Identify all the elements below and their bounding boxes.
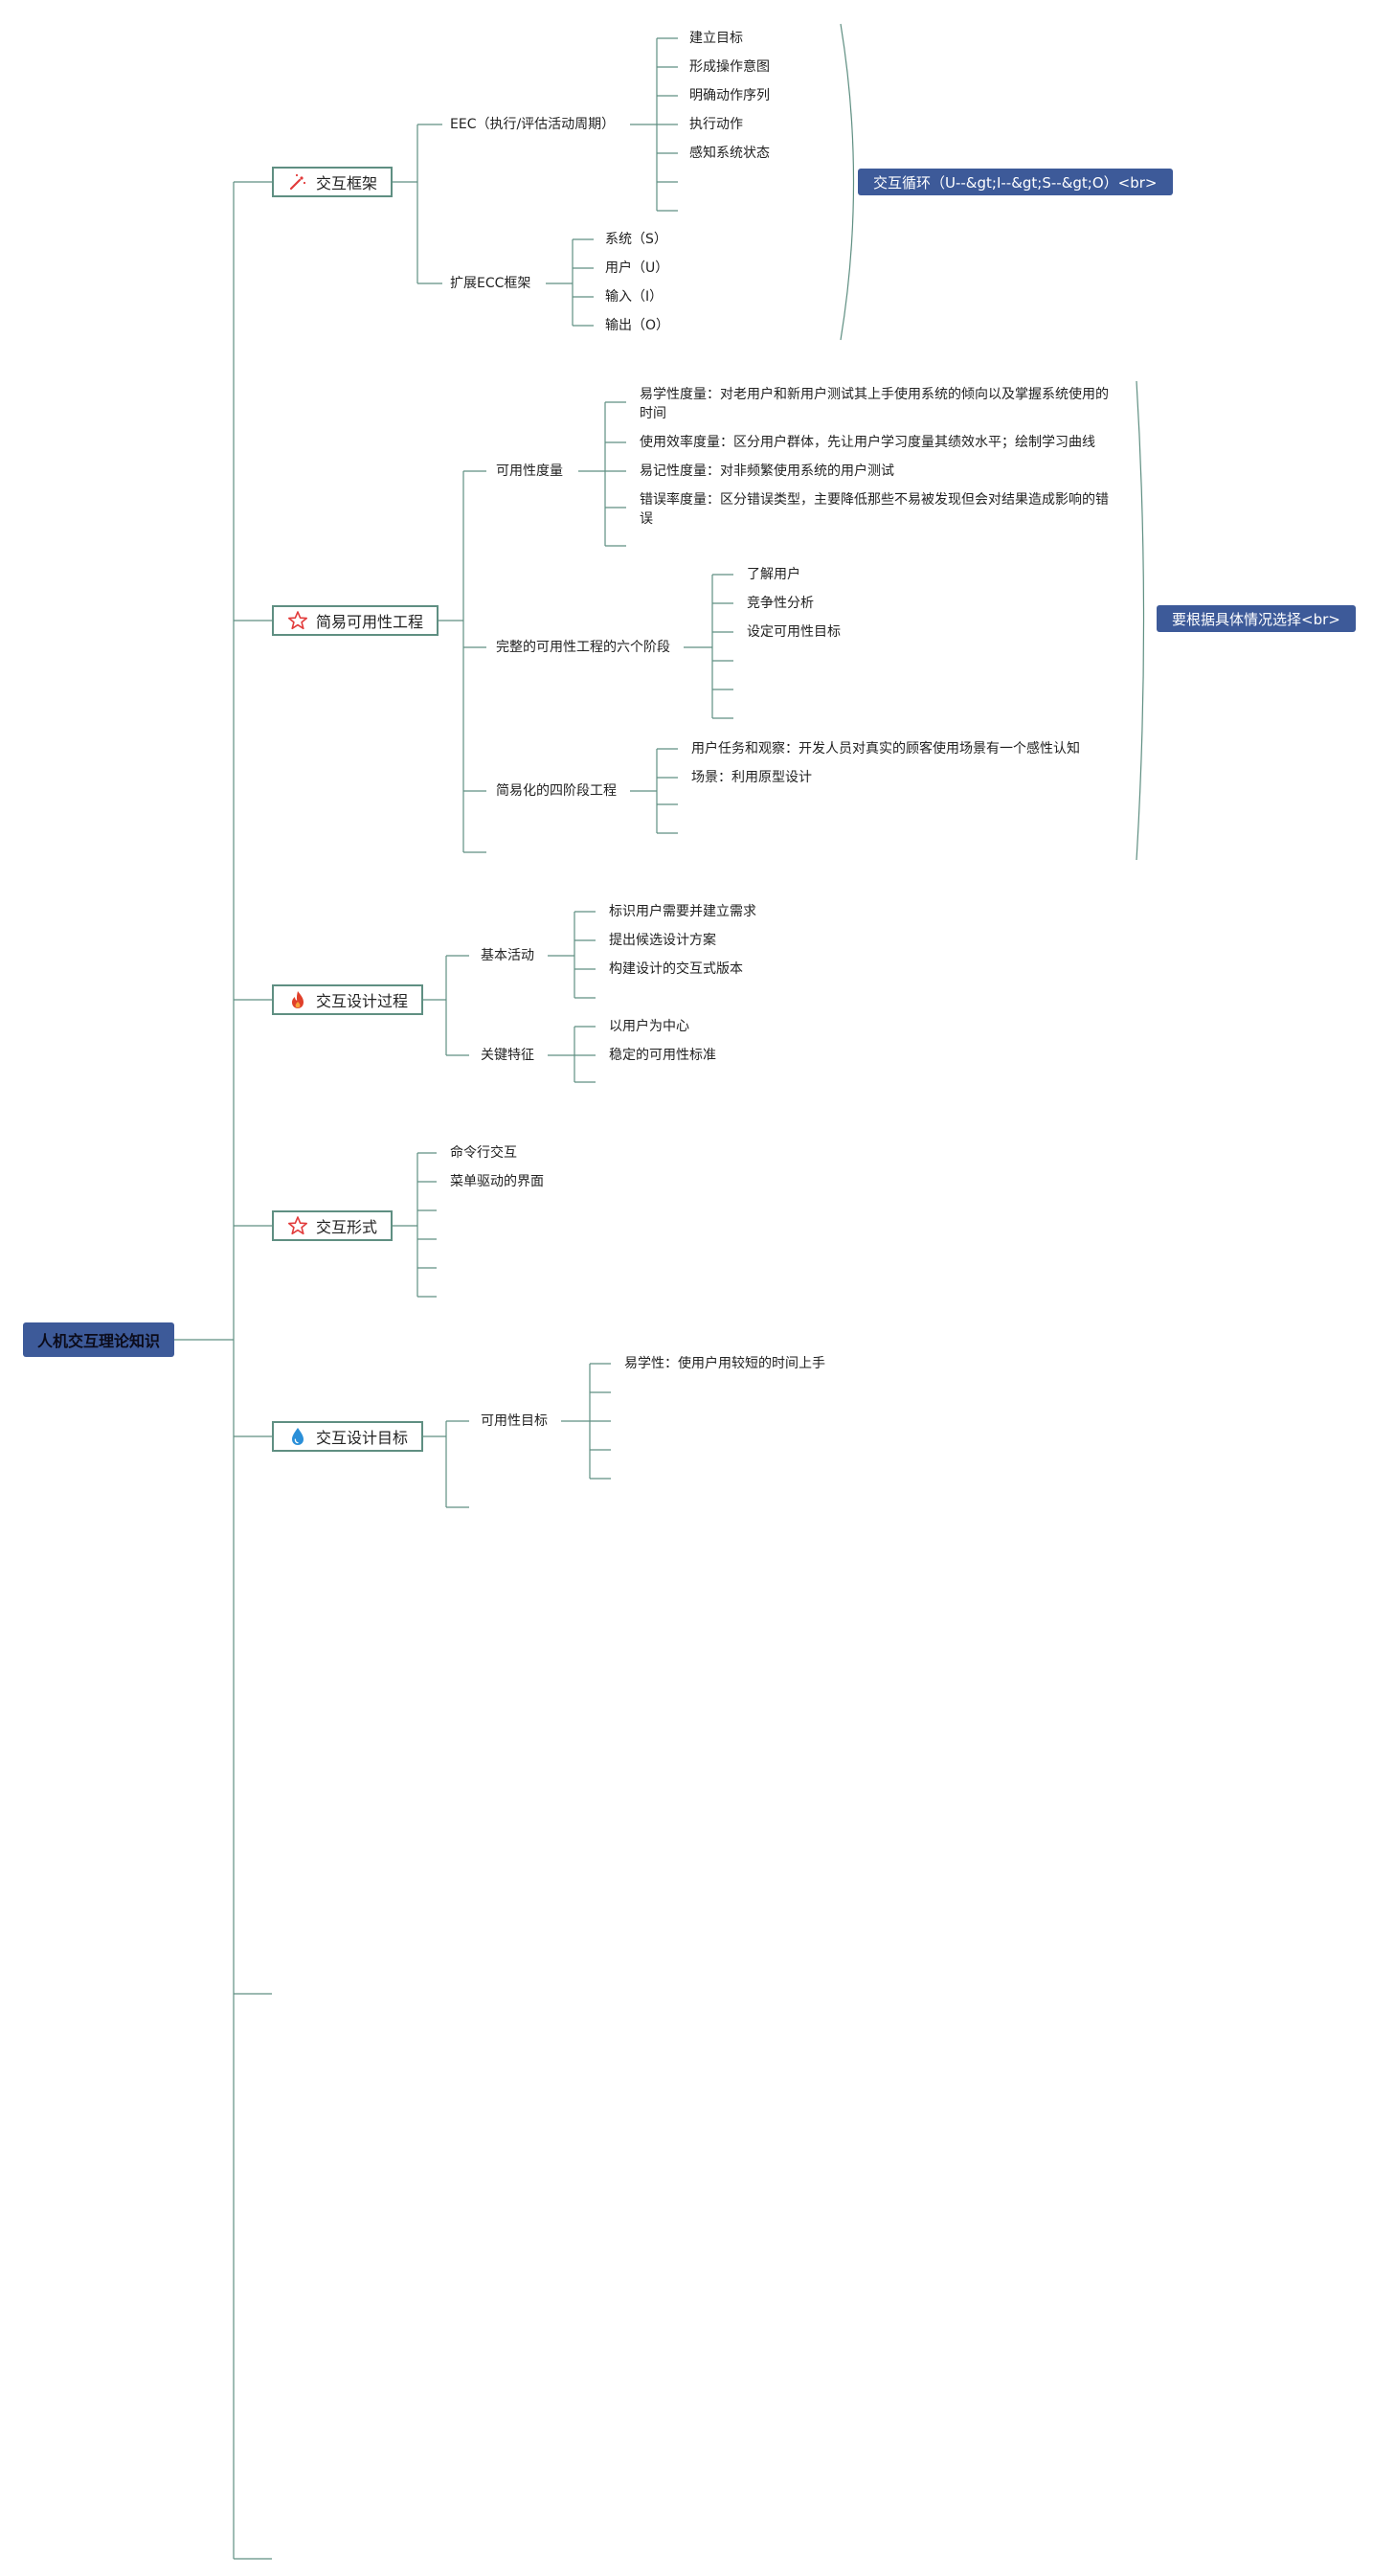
drop-icon	[292, 1428, 304, 1445]
summary-choose-by-situation[interactable]: 要根据具体情况选择<br>	[1157, 605, 1356, 632]
topic-four-phases[interactable]: 简易化的四阶段工程	[496, 783, 617, 799]
branch-label: 交互设计目标	[316, 1429, 409, 1447]
leaf-node[interactable]: 建立目标	[689, 31, 743, 46]
leaf-node[interactable]: 易学性：使用户用较短的时间上手	[624, 1356, 825, 1371]
branch-interaction-design-goals[interactable]: 交互设计目标	[272, 1421, 424, 1452]
b1-summary-brace	[840, 23, 855, 341]
topic-six-phases[interactable]: 完整的可用性工程的六个阶段	[496, 640, 670, 655]
root-label: 人机交互理论知识	[36, 1332, 160, 1350]
fire-icon	[292, 991, 304, 1008]
leaf-node[interactable]: 明确动作序列	[689, 88, 770, 103]
leaf-node[interactable]: 易学性度量：对老用户和新用户测试其上手使用系统的倾向以及掌握系统使用的时间	[640, 387, 1109, 421]
leaf-node[interactable]: 设定可用性目标	[747, 624, 841, 640]
summary-interaction-loop[interactable]: 交互循环（U--&gt;I--&gt;S--&gt;O）<br>	[858, 169, 1173, 195]
leaf-node[interactable]: 形成操作意图	[689, 59, 770, 75]
wand-icon	[289, 173, 306, 191]
leaf-node[interactable]: 用户任务和观察：开发人员对真实的顾客使用场景有一个感性认知	[691, 741, 1080, 757]
leaf-node[interactable]: 用户（U）	[605, 260, 669, 276]
leaf-node[interactable]: 输出（O）	[605, 318, 670, 333]
leaf-node[interactable]: 提出候选设计方案	[609, 933, 716, 948]
leaf-node[interactable]: 系统（S）	[605, 232, 667, 247]
leaf-node[interactable]: 使用效率度量：区分用户群体，先让用户学习度量其绩效水平；绘制学习曲线	[640, 435, 1095, 450]
leaf-node[interactable]: 命令行交互	[450, 1145, 517, 1161]
topic-basic-activities[interactable]: 基本活动	[481, 948, 534, 963]
leaf-node[interactable]: 菜单驱动的界面	[450, 1174, 544, 1189]
branch-label: 交互形式	[316, 1218, 378, 1236]
leaf-node[interactable]: 执行动作	[689, 117, 743, 132]
leaf-node[interactable]: 了解用户	[747, 567, 800, 582]
root-topic[interactable]: 人机交互理论知识	[23, 1322, 174, 1357]
branch-label: 交互设计过程	[316, 992, 409, 1010]
b2-summary-brace	[1136, 380, 1145, 861]
branch-interaction-design-process[interactable]: 交互设计过程	[272, 984, 424, 1015]
summary-label: 交互循环（U--&gt;I--&gt;S--&gt;O）<br>	[873, 173, 1158, 192]
leaf-node[interactable]: 场景：利用原型设计	[691, 770, 812, 785]
leaf-node[interactable]: 错误率度量：区分错误类型，主要降低那些不易被发现但会对结果造成影响的错误	[640, 492, 1109, 527]
topic-key-features[interactable]: 关键特征	[481, 1048, 534, 1063]
branch-label: 交互框架	[316, 174, 378, 192]
leaf-node[interactable]: 易记性度量：对非频繁使用系统的用户测试	[640, 463, 894, 479]
branch-interaction-framework[interactable]: 交互框架	[272, 167, 394, 197]
leaf-node[interactable]: 感知系统状态	[689, 146, 770, 161]
star-outline-icon	[288, 1216, 307, 1235]
branch-label: 简易可用性工程	[316, 613, 424, 631]
leaf-node[interactable]: 构建设计的交互式版本	[609, 961, 743, 977]
leaf-node[interactable]: 竞争性分析	[747, 596, 814, 611]
summary-label: 要根据具体情况选择<br>	[1172, 610, 1340, 628]
branch-interaction-forms[interactable]: 交互形式	[272, 1210, 394, 1241]
star-outline-icon	[288, 611, 307, 630]
leaf-node[interactable]: 标识用户需要并建立需求	[609, 904, 756, 919]
topic-extended-ecc[interactable]: 扩展ECC框架	[450, 276, 531, 291]
topic-usability-metrics[interactable]: 可用性度量	[496, 463, 563, 479]
leaf-node[interactable]: 输入（I）	[605, 289, 664, 305]
leaf-node[interactable]: 稳定的可用性标准	[609, 1048, 716, 1063]
topic-eec[interactable]: EEC（执行/评估活动周期）	[450, 117, 616, 132]
leaf-node[interactable]: 以用户为中心	[609, 1019, 689, 1034]
topic-usability-goals[interactable]: 可用性目标	[481, 1413, 548, 1429]
branch-simple-usability-engineering[interactable]: 简易可用性工程	[272, 605, 439, 636]
